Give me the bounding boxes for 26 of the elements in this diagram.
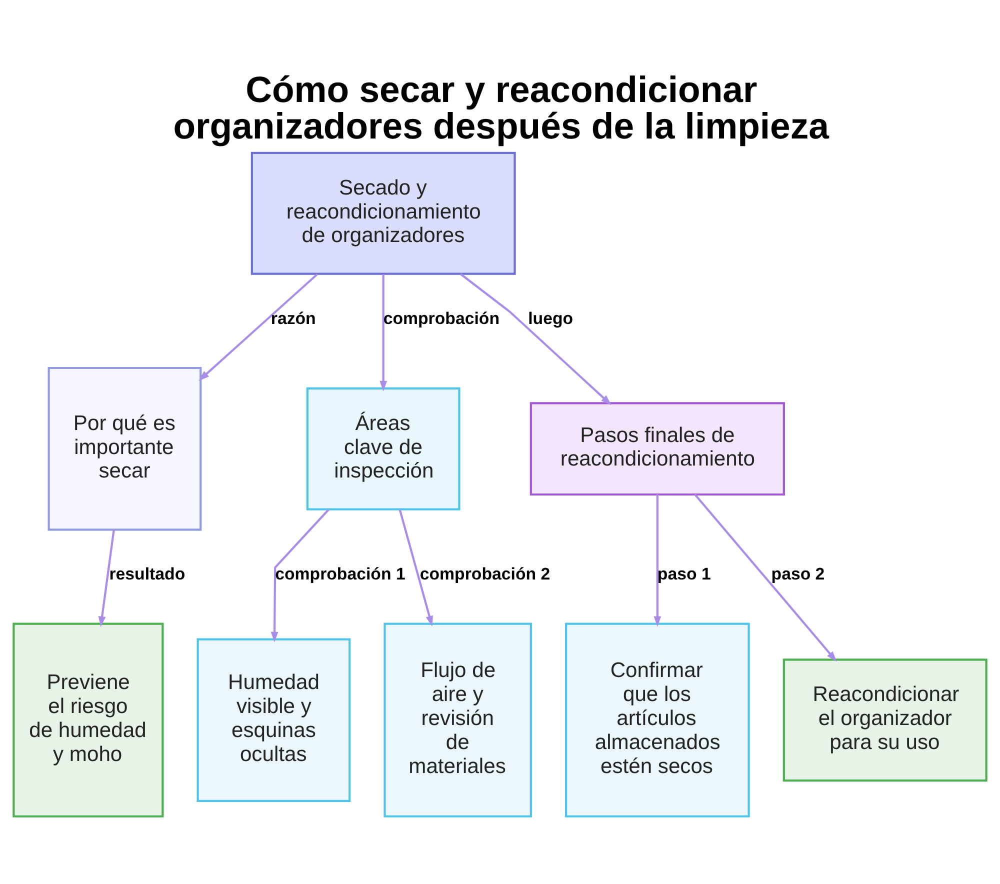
node-box: Por qué es importante secar	[48, 366, 202, 530]
diagram-title: Cómo secar y reacondicionar organizadores después de la limpieza	[173, 68, 829, 146]
node-box: Pasos finales de reacondicionamiento	[530, 402, 785, 496]
arrow	[694, 493, 837, 662]
node-box: Confirmar que los artículos almacenados estén secos	[565, 622, 750, 817]
node-box: Previene el riesgo de humedad y moho	[12, 622, 164, 817]
edge-label: comprobación	[383, 308, 500, 328]
node-box: Humedad visible y esquinas ocultas	[196, 638, 351, 802]
node-box: Secado y reacondicionamiento de organizadores	[250, 151, 516, 274]
edge-label: razón	[270, 308, 316, 328]
arrow	[198, 272, 318, 380]
edge-label: paso 1	[657, 564, 711, 584]
arrow	[398, 509, 433, 626]
edge-label: comprobación 1	[275, 564, 406, 584]
node-box: Reacondicionar el organizador para su uso	[782, 658, 988, 782]
edge-label: luego	[528, 308, 574, 328]
arrow	[270, 508, 330, 642]
arrow	[380, 274, 388, 391]
node-box: Flujo de aire y revisión de materiales	[384, 622, 532, 817]
edge-label: comprobación 2	[420, 564, 550, 584]
arrow	[654, 494, 662, 626]
node-box: Áreas clave de inspección	[306, 386, 460, 510]
edge-label: paso 2	[771, 564, 825, 584]
edge-label: resultado	[109, 564, 186, 584]
arrow	[98, 529, 115, 626]
arrow	[460, 272, 612, 405]
